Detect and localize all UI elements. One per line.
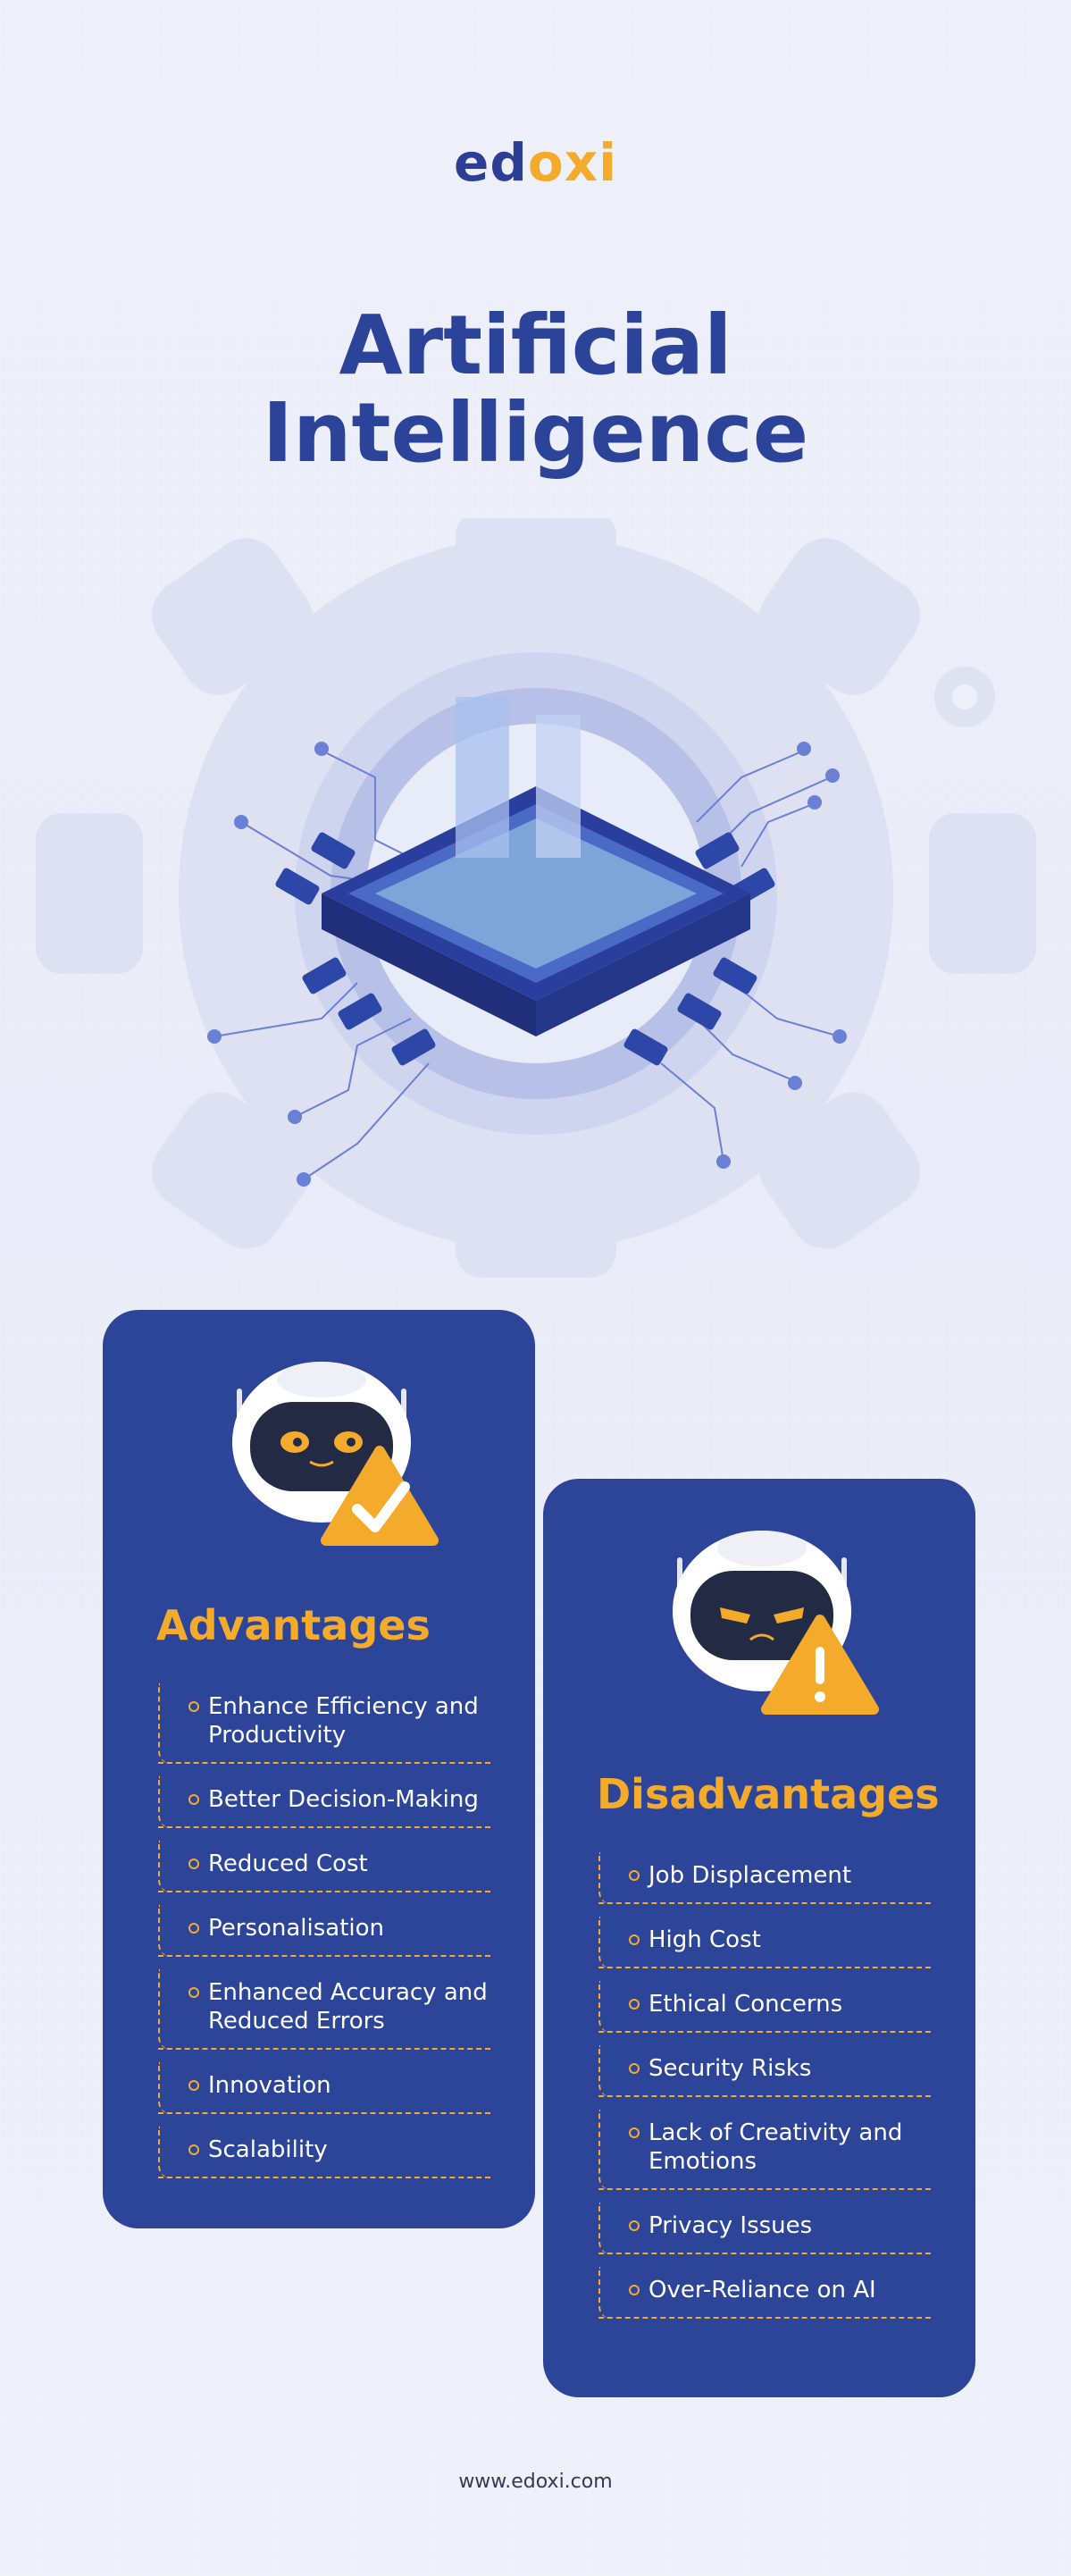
list-item: Better Decision-Making — [158, 1776, 490, 1828]
title-line-2: Intelligence — [262, 385, 809, 481]
angry-robot-icon — [673, 1531, 879, 1715]
list-item: Ethical Concerns — [598, 1981, 931, 2033]
bullet-icon — [188, 1923, 199, 1934]
list-item-label: Security Risks — [648, 2055, 812, 2082]
warning-icon — [761, 1615, 879, 1715]
list-item-label: Innovation — [208, 2072, 331, 2099]
list-item-label: Reduced Cost — [208, 1850, 368, 1877]
list-item: Over-Reliance on AI — [598, 2267, 931, 2319]
advantages-heading: Advantages — [156, 1601, 431, 1649]
list-item-label: Privacy Issues — [648, 2212, 813, 2239]
edoxi-logo: edoxi — [0, 132, 1071, 193]
bullet-icon — [629, 2220, 640, 2231]
disadvantages-heading: Disadvantages — [597, 1770, 940, 1818]
list-item: Innovation — [158, 2062, 490, 2114]
logo-part-2: oxi — [527, 132, 617, 193]
list-item-label: Better Decision-Making — [208, 1786, 479, 1813]
ai-chip-icon — [36, 518, 1036, 1278]
bullet-icon — [629, 2063, 640, 2074]
disadvantages-card: Disadvantages Job Displacement High Cost… — [543, 1479, 975, 2397]
list-item-label: Ethical Concerns — [648, 1991, 843, 2018]
page-title: Artificial Intelligence — [0, 302, 1071, 477]
advantages-list: Enhance Efficiency and Productivity Bett… — [158, 1683, 490, 2191]
gear-icon — [934, 667, 995, 727]
list-item: Security Risks — [598, 2045, 931, 2097]
bullet-icon — [188, 1859, 199, 1869]
advantages-card: Advantages Enhance Efficiency and Produc… — [103, 1310, 535, 2228]
title-line-1: Artificial — [339, 298, 732, 393]
list-item: Enhanced Accuracy and Reduced Errors — [158, 1969, 490, 2050]
bullet-icon — [629, 1999, 640, 2010]
bullet-icon — [629, 2285, 640, 2295]
list-item: Enhance Efficiency and Productivity — [158, 1683, 490, 1764]
list-item: Reduced Cost — [158, 1841, 490, 1892]
check-icon — [321, 1446, 439, 1546]
bullet-icon — [188, 1701, 199, 1712]
bullet-icon — [188, 1987, 199, 1998]
bullet-icon — [188, 2144, 199, 2155]
bullet-icon — [629, 1934, 640, 1945]
disadvantages-list: Job Displacement High Cost Ethical Conce… — [598, 1852, 931, 2331]
happy-robot-icon — [232, 1362, 439, 1546]
list-item-label: Enhance Efficiency and Productivity — [208, 1693, 479, 1749]
list-item-label: Lack of Creativity and Emotions — [648, 2119, 903, 2175]
list-item-label: Enhanced Accuracy and Reduced Errors — [208, 1979, 488, 2035]
bullet-icon — [629, 1870, 640, 1881]
list-item-label: Personalisation — [208, 1915, 385, 1942]
list-item: Personalisation — [158, 1905, 490, 1957]
bullet-icon — [629, 2127, 640, 2138]
logo-part-1: ed — [454, 132, 528, 193]
list-item: High Cost — [598, 1917, 931, 1968]
list-item: Privacy Issues — [598, 2203, 931, 2254]
list-item: Job Displacement — [598, 1852, 931, 1904]
bullet-icon — [188, 1794, 199, 1805]
list-item-label: Job Displacement — [648, 1862, 852, 1889]
list-item: Lack of Creativity and Emotions — [598, 2110, 931, 2190]
list-item-label: Scalability — [208, 2136, 328, 2163]
list-item-label: Over-Reliance on AI — [648, 2277, 876, 2303]
bullet-icon — [188, 2080, 199, 2091]
list-item-label: High Cost — [648, 1926, 761, 1953]
list-item: Scalability — [158, 2127, 490, 2178]
footer-url[interactable]: www.edoxi.com — [458, 2471, 613, 2493]
